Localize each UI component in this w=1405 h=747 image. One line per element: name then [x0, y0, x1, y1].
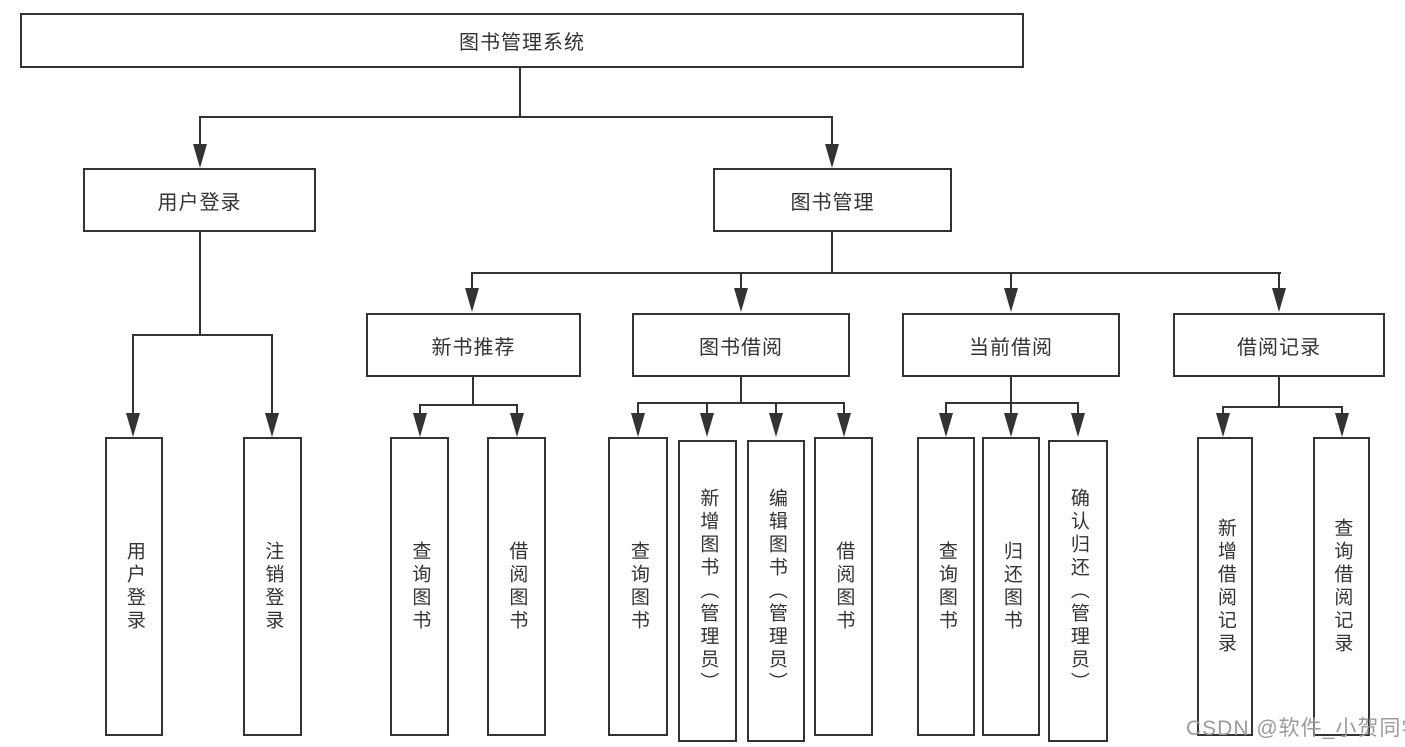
arrowhead-down-icon	[631, 413, 645, 437]
connector-line	[132, 334, 134, 415]
arrowhead-down-icon	[1004, 288, 1018, 312]
arrowhead-down-icon	[825, 144, 839, 168]
connector-line	[132, 334, 273, 336]
arrowhead-down-icon	[1216, 413, 1230, 437]
csdn-watermark: CSDN @软件_小贺同学	[1186, 717, 1405, 740]
connector-line	[519, 68, 521, 117]
connector-line	[199, 232, 201, 336]
arrowhead-down-icon	[1335, 413, 1349, 437]
arrowhead-down-icon	[837, 413, 851, 437]
arrowhead-down-icon	[700, 413, 714, 437]
arrowhead-down-icon	[465, 288, 479, 312]
connector-line	[471, 272, 1281, 274]
leaf-label: 注销登录	[262, 540, 284, 633]
arrowhead-down-icon	[1004, 413, 1018, 437]
arrowhead-down-icon	[510, 413, 524, 437]
leaf-label: 查询借阅记录	[1331, 517, 1353, 656]
leaf-label: 查询图书	[935, 540, 957, 633]
connector-line	[471, 272, 473, 290]
leaf-label: 查询图书	[627, 540, 649, 633]
connector-line	[1278, 377, 1280, 408]
connector-line	[831, 232, 833, 274]
node-label: 新书推荐	[431, 336, 516, 359]
connector-line	[271, 334, 273, 415]
arrowhead-down-icon	[769, 413, 783, 437]
connector-line	[199, 116, 833, 118]
leaf-label: 借阅图书	[833, 540, 855, 633]
leaf-borrow-books-recommend: 借阅图书	[487, 437, 546, 736]
node-label: 借阅记录	[1237, 336, 1321, 359]
node-borrowing-records: 借阅记录	[1173, 313, 1385, 377]
node-library-management-system: 图书管理系统	[20, 13, 1024, 68]
leaf-logout: 注销登录	[243, 437, 302, 736]
connector-line	[419, 404, 421, 415]
node-current-borrowing: 当前借阅	[902, 313, 1120, 377]
leaf-user-login: 用户登录	[105, 437, 163, 736]
leaf-return-books: 归还图书	[982, 437, 1040, 736]
connector-line	[1010, 402, 1012, 415]
leaf-label: 查询图书	[409, 540, 431, 633]
connector-line	[1010, 272, 1012, 290]
leaf-label: 借阅图书	[506, 540, 528, 633]
node-label: 图书借阅	[699, 336, 783, 359]
connector-line	[419, 404, 518, 406]
connector-line	[775, 402, 777, 415]
connector-line	[1010, 377, 1012, 404]
connector-line	[1341, 406, 1343, 415]
leaf-query-books-current: 查询图书	[917, 437, 975, 736]
node-book-management: 图书管理	[713, 168, 952, 232]
leaf-borrow-books: 借阅图书	[814, 437, 873, 736]
connector-line	[516, 404, 518, 415]
arrowhead-down-icon	[193, 144, 207, 168]
connector-line	[740, 272, 742, 290]
connector-line	[1222, 406, 1224, 415]
connector-line	[472, 377, 474, 406]
node-label: 当前借阅	[969, 336, 1053, 359]
connector-line	[1077, 402, 1079, 415]
connector-line	[706, 402, 708, 415]
leaf-query-books-recommend: 查询图书	[390, 437, 449, 736]
arrowhead-down-icon	[265, 413, 279, 437]
connector-line	[637, 402, 845, 404]
leaf-add-borrow-record: 新增借阅记录	[1197, 437, 1253, 736]
leaf-label: 归还图书	[1000, 540, 1022, 633]
node-label: 图书管理	[790, 191, 875, 214]
arrowhead-down-icon	[1071, 413, 1085, 437]
connector-line	[1222, 406, 1343, 408]
arrowhead-down-icon	[126, 413, 140, 437]
leaf-label: 确认归还（管理员）	[1067, 487, 1089, 695]
arrowhead-down-icon	[413, 413, 427, 437]
leaf-confirm-return-admin: 确认归还（管理员）	[1048, 440, 1108, 742]
leaf-label: 新增图书（管理员）	[697, 487, 719, 695]
arrowhead-down-icon	[939, 413, 953, 437]
connector-line	[843, 402, 845, 415]
connector-line	[945, 402, 1079, 404]
leaf-label: 新增借阅记录	[1214, 517, 1236, 656]
leaf-label: 编辑图书（管理员）	[765, 487, 787, 695]
node-label: 图书管理系统	[459, 32, 585, 54]
leaf-add-books-admin: 新增图书（管理员）	[678, 440, 737, 742]
arrowhead-down-icon	[734, 288, 748, 312]
leaf-query-borrow-record: 查询借阅记录	[1313, 437, 1370, 736]
node-label: 用户登录	[157, 191, 242, 214]
node-book-borrowing: 图书借阅	[632, 313, 850, 377]
connector-line	[1278, 272, 1280, 290]
connector-line	[199, 116, 201, 146]
connector-line	[831, 116, 833, 146]
arrowhead-down-icon	[1272, 288, 1286, 312]
connector-line	[945, 402, 947, 415]
connector-line	[637, 402, 639, 415]
leaf-query-books-borrowing: 查询图书	[608, 437, 668, 736]
leaf-edit-books-admin: 编辑图书（管理员）	[747, 440, 805, 742]
node-new-book-recommend: 新书推荐	[366, 313, 581, 377]
connector-line	[740, 377, 742, 404]
leaf-label: 用户登录	[123, 540, 145, 633]
node-user-login: 用户登录	[83, 168, 316, 232]
